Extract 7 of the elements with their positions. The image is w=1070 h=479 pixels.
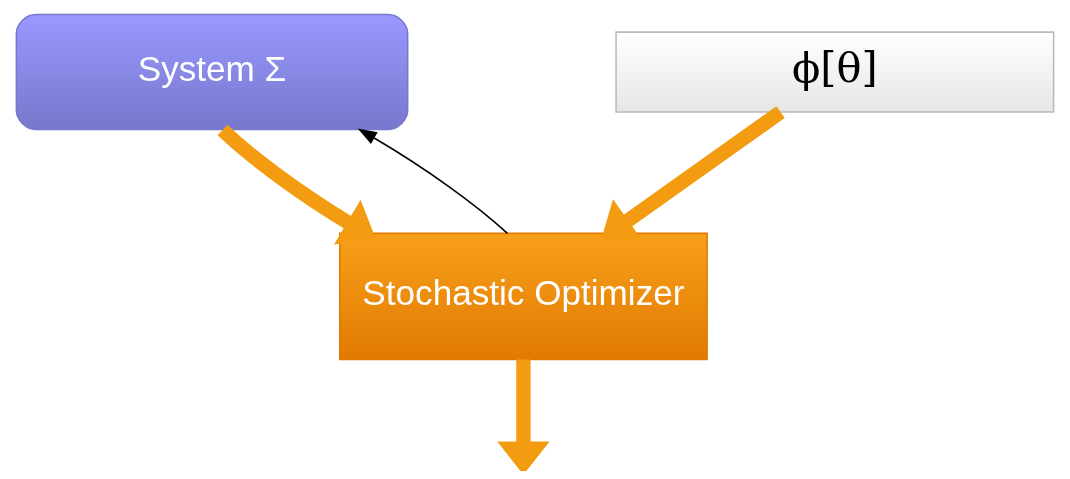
node-box: ϕ[θ] bbox=[615, 31, 1055, 113]
node-box: Stochastic Optimizer bbox=[338, 232, 708, 361]
arrow bbox=[601, 106, 785, 242]
arrow bbox=[497, 359, 550, 471]
arrow bbox=[357, 128, 509, 235]
arrow bbox=[217, 124, 376, 245]
node-box: System Σ bbox=[15, 13, 409, 131]
